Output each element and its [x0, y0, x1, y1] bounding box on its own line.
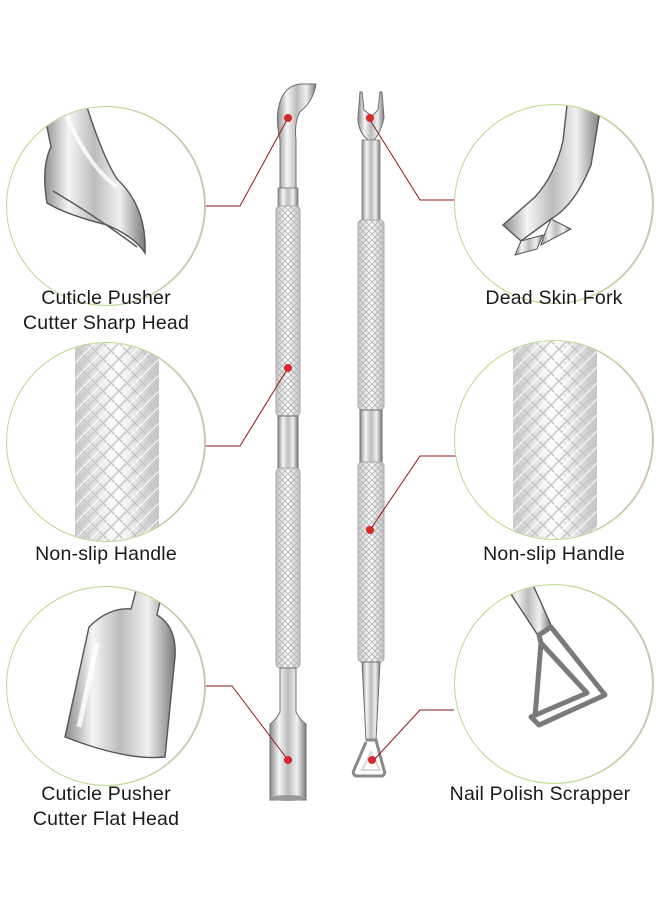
label-handle-left: Non-slip Handle — [0, 542, 226, 567]
label-nail-scrapper: Nail Polish Scrapper — [420, 782, 660, 807]
detail-circle-handle-left — [6, 342, 206, 542]
label-line: Non-slip Handle — [483, 543, 625, 565]
label-cuticle-flat: Cuticle Pusher Cutter Flat Head — [0, 782, 226, 832]
label-line: Cutter Sharp Head — [23, 312, 189, 334]
label-dead-skin-fork: Dead Skin Fork — [434, 286, 660, 311]
callout-dots — [284, 114, 376, 764]
label-line: Cuticle Pusher — [41, 783, 171, 805]
detail-circle-handle-right — [454, 340, 654, 540]
dead-skin-fork-tool — [351, 91, 387, 778]
detail-circle-flat-head — [6, 586, 206, 786]
label-line: Dead Skin Fork — [485, 287, 623, 309]
detail-circle-dead-skin-fork — [454, 104, 654, 304]
label-cuticle-sharp: Cuticle Pusher Cutter Sharp Head — [0, 286, 226, 336]
detail-circle-sharp-head — [6, 106, 206, 306]
label-line: Cutter Flat Head — [32, 808, 180, 830]
label-line: Nail Polish Scrapper — [449, 783, 631, 805]
callout-lines — [204, 117, 456, 763]
label-line: Non-slip Handle — [35, 543, 177, 565]
label-line: Cuticle Pusher — [41, 287, 171, 309]
cuticle-pusher-tool — [269, 83, 317, 801]
label-handle-right: Non-slip Handle — [434, 542, 660, 567]
detail-circle-scrapper — [454, 584, 654, 784]
